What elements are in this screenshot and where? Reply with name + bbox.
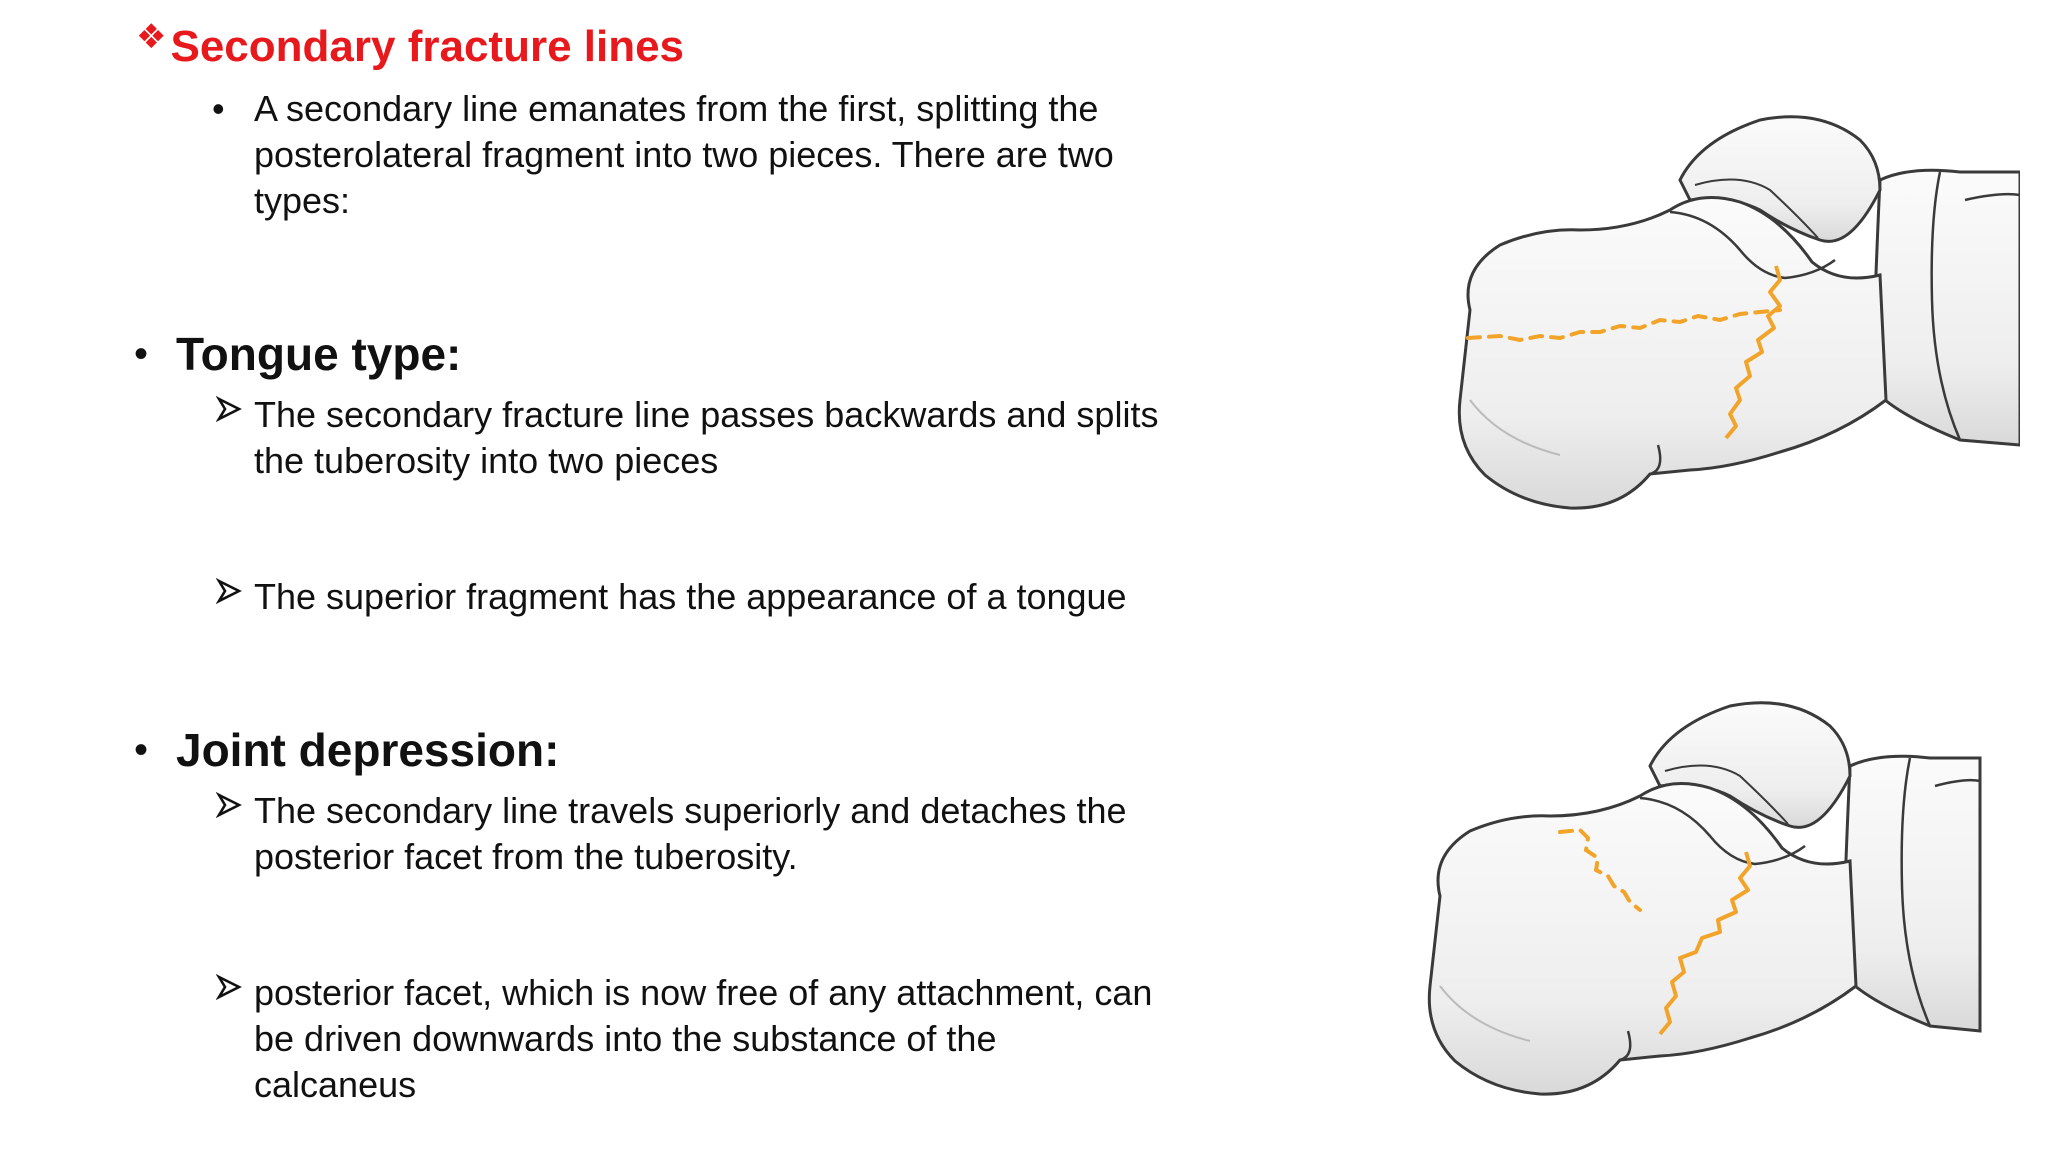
tongue-point-1-line-1: The secondary fracture line passes backw… [254, 394, 1159, 435]
joint-point-2-line-2: be driven downwards into the substance o… [254, 1018, 997, 1059]
intro-line-2: posterolateral fragment into two pieces.… [254, 134, 1114, 175]
bullet-dot-icon: • [134, 332, 149, 376]
joint-depression-fracture-illustration [1427, 701, 1982, 1096]
joint-depression-heading: Joint depression: [176, 724, 560, 776]
joint-point-2-line-1: posterior facet, which is now free of an… [254, 972, 1153, 1013]
joint-point-1-line-1: The secondary line travels superiorly an… [254, 790, 1127, 831]
slide-title: Secondary fracture lines [170, 22, 685, 71]
four-diamond-bullet-icon: ❖ [136, 18, 167, 56]
bullet-dot-icon: • [212, 88, 225, 129]
arrowhead-bullet-icon [216, 974, 242, 1000]
bullet-dot-icon: • [134, 728, 149, 772]
joint-point-1-line-2: posterior facet from the tuberosity. [254, 836, 798, 877]
arrowhead-bullet-icon [216, 578, 242, 604]
intro-line-1: A secondary line emanates from the first… [254, 88, 1099, 129]
joint-point-2-line-3: calcaneus [254, 1064, 417, 1105]
arrowhead-bullet-icon [216, 396, 242, 422]
tongue-point-1-line-2: the tuberosity into two pieces [254, 440, 719, 481]
tongue-point-2-line-1: The superior fragment has the appearance… [254, 576, 1127, 617]
intro-line-3: types: [254, 180, 351, 221]
arrowhead-bullet-icon [216, 792, 242, 818]
tongue-type-fracture-illustration [1457, 115, 2020, 510]
title-row: ❖ Secondary fracture lines [136, 18, 684, 76]
tongue-type-heading: Tongue type: [176, 328, 462, 380]
